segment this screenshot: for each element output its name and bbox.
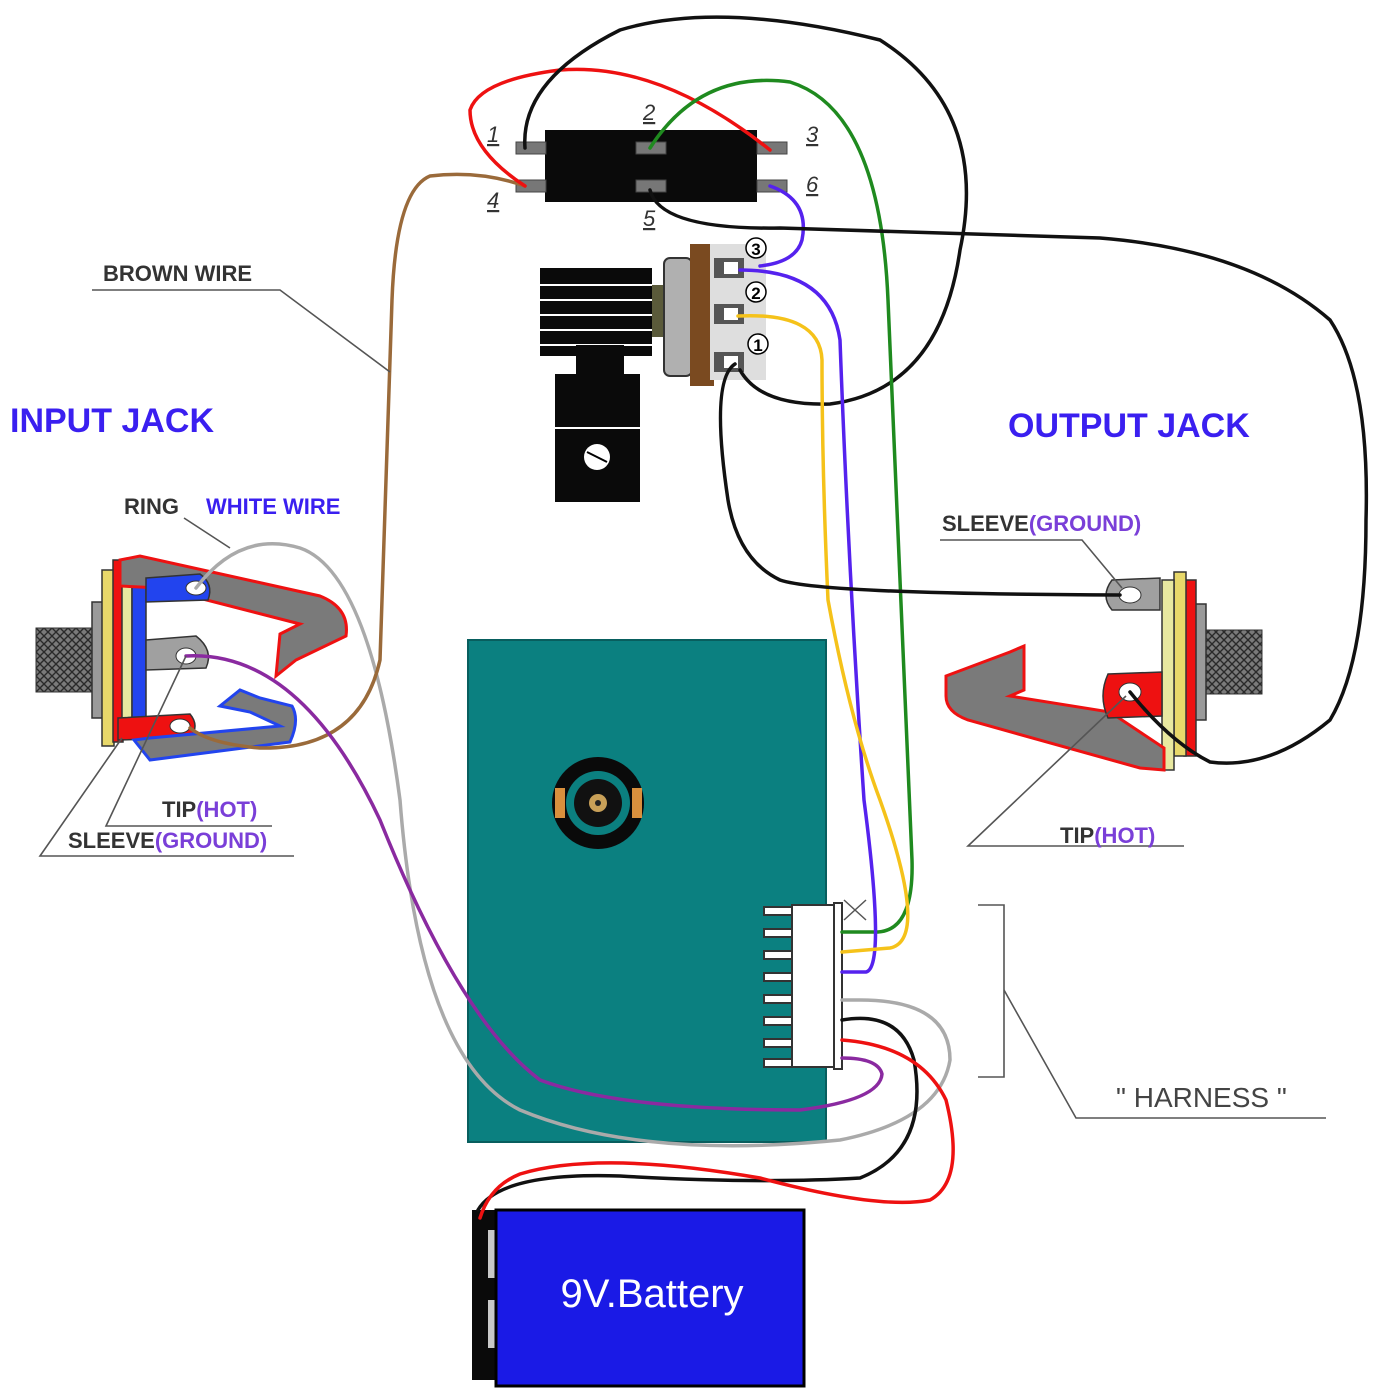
harness-bracket: [978, 904, 1326, 1119]
wire-gray-ring: [194, 542, 952, 1148]
switch-pin-4: 4: [487, 188, 499, 213]
output-jack-title: OUTPUT JACK: [1008, 407, 1250, 445]
pot-pin-1: 1: [753, 336, 762, 355]
harness-label: " HARNESS ": [1116, 1082, 1287, 1113]
switch-pin-5: 5: [643, 206, 656, 231]
wire-black-battery: [476, 1016, 919, 1212]
circuit-board: [467, 639, 827, 1143]
battery-label: 9V.Battery: [560, 1272, 743, 1316]
wire-red-switch: [468, 67, 772, 188]
output-sleeve-label: SLEEVE(GROUND): [942, 511, 1141, 536]
labels: INPUT JACK OUTPUT JACK BROWN WIRE RING W…: [10, 261, 1287, 1316]
wire-yellow: [736, 313, 910, 954]
output-jack: [944, 571, 1263, 772]
switch-pin-2: 2: [642, 100, 655, 125]
wire-purple-tip: [184, 654, 884, 1112]
wire-green: [648, 78, 914, 934]
switch-pin-1: 1: [487, 122, 499, 147]
wire-black-loop-top: [523, 15, 969, 406]
pot-pin-3: 3: [751, 240, 760, 259]
white-wire-label: WHITE WIRE: [206, 494, 340, 519]
wire-black-pot-ground: [718, 362, 1122, 597]
pot-pin-labels: 3 2 1: [745, 237, 769, 355]
wire-blue-switch-pot: [758, 184, 805, 268]
wire-red-battery: [478, 1038, 955, 1220]
switch-pin-labels: 1 2 3 4 5 6: [487, 100, 819, 231]
input-jack: [35, 554, 348, 762]
harness-connector: [763, 899, 867, 1070]
input-tip-label: TIP(HOT): [162, 797, 257, 822]
pot-pin-2: 2: [751, 284, 760, 303]
wires: [184, 15, 1369, 1220]
input-jack-title: INPUT JACK: [10, 402, 214, 440]
battery-9v: [472, 1208, 806, 1388]
input-sleeve-label: SLEEVE(GROUND): [68, 828, 267, 853]
dc-power-jack: [552, 757, 644, 849]
leader-lines: [38, 289, 1184, 857]
potentiometer: [540, 244, 766, 502]
wire-blue-pot-harness: [738, 268, 878, 974]
ring-label: RING: [124, 494, 179, 519]
output-tip-label: TIP(HOT): [1060, 823, 1155, 848]
switch-pin-3: 3: [806, 122, 819, 147]
unused-pin-mark: [843, 899, 867, 921]
wire-black-switch-output: [648, 188, 1369, 765]
wire-brown: [188, 172, 527, 750]
switch-pin-6: 6: [806, 172, 819, 197]
brown-wire-label: BROWN WIRE: [103, 261, 252, 286]
